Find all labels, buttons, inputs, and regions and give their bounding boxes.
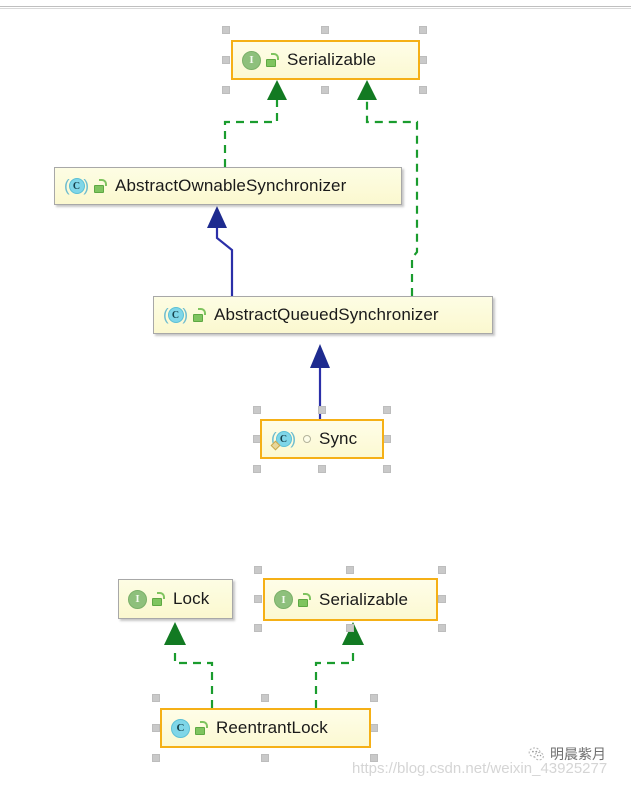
selection-handle[interactable] — [370, 694, 378, 702]
selection-handle[interactable] — [383, 465, 391, 473]
toolbar-divider-top — [0, 6, 631, 7]
open-padlock-icon — [152, 592, 165, 606]
selection-handle[interactable] — [253, 406, 261, 414]
selection-handle[interactable] — [370, 754, 378, 762]
selection-handle[interactable] — [346, 624, 354, 632]
node-label: Sync — [319, 429, 358, 448]
selection-handle[interactable] — [261, 694, 269, 702]
package-private-circle-icon — [303, 435, 311, 443]
node-label: ReentrantLock — [216, 718, 328, 737]
selection-handle[interactable] — [222, 26, 230, 34]
node-abstract-queued-synchronizer[interactable]: ( C ) AbstractQueuedSynchronizer — [153, 296, 493, 334]
node-sync[interactable]: ( C ) Sync — [260, 419, 384, 459]
watermark-badge: 明晨紫月 — [528, 744, 606, 764]
selection-handle[interactable] — [438, 624, 446, 632]
selection-handle[interactable] — [222, 86, 230, 94]
node-label: Serializable — [287, 50, 377, 69]
abstract-class-icon: ( C ) — [64, 176, 89, 195]
edge-aqs-extends-aos — [207, 206, 234, 296]
node-label: AbstractQueuedSynchronizer — [214, 305, 439, 324]
selection-handle[interactable] — [321, 26, 329, 34]
selection-handle[interactable] — [318, 465, 326, 473]
interface-icon: I — [274, 590, 293, 609]
inner-class-icon: ( C ) — [270, 429, 296, 450]
open-padlock-icon — [266, 53, 279, 67]
watermark-url: https://blog.csdn.net/weixin_43925277 — [352, 760, 608, 777]
selection-handle[interactable] — [419, 56, 427, 64]
selection-handle[interactable] — [261, 754, 269, 762]
selection-handle[interactable] — [438, 566, 446, 574]
selection-handle[interactable] — [254, 624, 262, 632]
abstract-class-icon: ( C ) — [163, 305, 188, 324]
open-padlock-icon — [298, 592, 311, 607]
selection-handle[interactable] — [222, 56, 230, 64]
node-lock[interactable]: I Lock — [118, 579, 233, 619]
open-padlock-icon — [193, 308, 206, 322]
selection-handle[interactable] — [370, 724, 378, 732]
selection-handle[interactable] — [321, 86, 329, 94]
selection-handle[interactable] — [419, 86, 427, 94]
node-reentrant-lock[interactable]: C ReentrantLock — [160, 708, 371, 748]
edge-reentrantlock-implements-serializable — [314, 622, 364, 708]
watermark-badge-text: 明晨紫月 — [550, 747, 606, 763]
selection-handle[interactable] — [152, 724, 160, 732]
selection-handle[interactable] — [419, 26, 427, 34]
selection-handle[interactable] — [318, 406, 326, 414]
node-serializable-bottom[interactable]: I Serializable — [263, 578, 438, 621]
edge-aos-implements-serializable — [223, 80, 287, 167]
selection-handle[interactable] — [253, 465, 261, 473]
wechat-icon — [528, 746, 544, 760]
open-padlock-icon — [94, 179, 107, 193]
edge-reentrantlock-implements-lock — [164, 622, 214, 708]
class-icon: C — [171, 718, 190, 738]
node-serializable-top[interactable]: I Serializable — [231, 40, 420, 80]
node-label: AbstractOwnableSynchronizer — [115, 176, 347, 195]
interface-icon: I — [242, 50, 261, 70]
selection-handle[interactable] — [152, 754, 160, 762]
selection-handle[interactable] — [438, 595, 446, 603]
node-label: Serializable — [319, 589, 409, 609]
selection-handle[interactable] — [254, 595, 262, 603]
toolbar-divider-bottom — [0, 8, 631, 9]
selection-handle[interactable] — [383, 406, 391, 414]
selection-handle[interactable] — [346, 566, 354, 574]
selection-handle[interactable] — [383, 435, 391, 443]
interface-icon: I — [128, 589, 147, 609]
selection-handle[interactable] — [254, 566, 262, 574]
node-label: Lock — [173, 589, 210, 608]
selection-handle[interactable] — [152, 694, 160, 702]
open-padlock-icon — [195, 721, 208, 735]
node-abstract-ownable-synchronizer[interactable]: ( C ) AbstractOwnableSynchronizer — [54, 167, 402, 205]
